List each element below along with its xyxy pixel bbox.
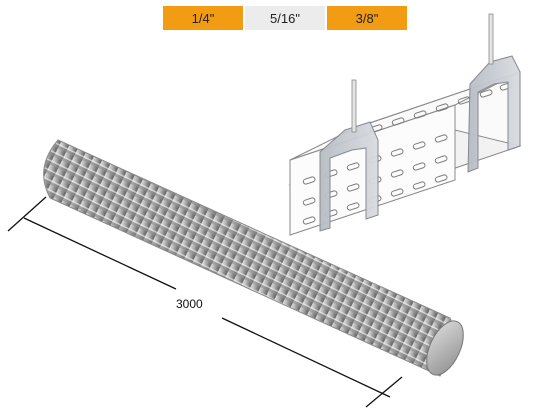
size-option-1-4[interactable]: 1/4" (163, 6, 243, 30)
size-option-3-8[interactable]: 3/8" (327, 6, 407, 30)
rod-length-label: 3000 (174, 297, 205, 311)
size-selector: 1/4" 5/16" 3/8" (163, 6, 409, 30)
hanger-brackets (319, 13, 521, 232)
size-option-5-16[interactable]: 5/16" (245, 6, 325, 30)
threaded-rod (43, 139, 464, 377)
length-dimension (7, 196, 403, 408)
